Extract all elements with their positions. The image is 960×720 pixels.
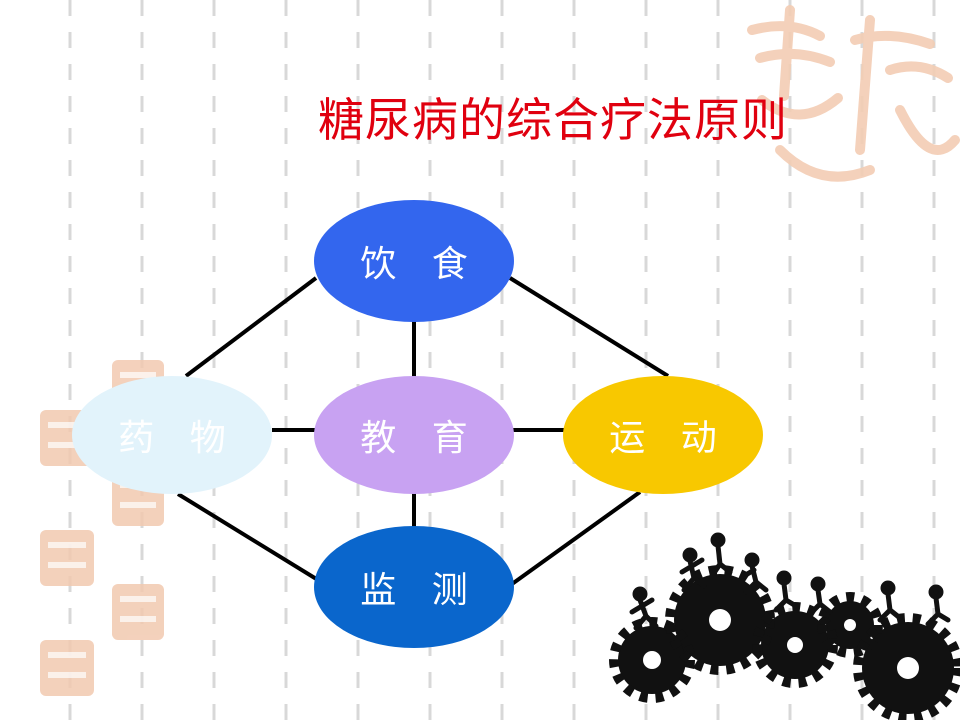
gears-runners-icon bbox=[609, 532, 960, 720]
calligraphy-watermark-icon bbox=[747, 5, 960, 182]
node-sport: 运 动 bbox=[563, 376, 763, 494]
node-monitor: 监 测 bbox=[314, 526, 514, 648]
node-diet: 饮 食 bbox=[314, 200, 514, 322]
slide-title: 糖尿病的综合疗法原则 bbox=[318, 93, 788, 147]
connector-lines bbox=[176, 276, 670, 586]
node-drug: 药 物 bbox=[72, 376, 272, 494]
node-education: 教 育 bbox=[314, 376, 514, 494]
